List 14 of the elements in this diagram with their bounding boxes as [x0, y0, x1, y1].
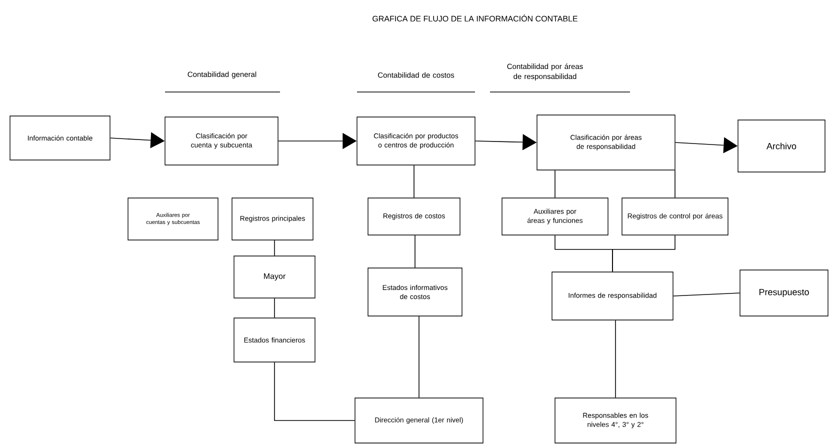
connector: [612, 234, 676, 272]
process-box: Archivo: [738, 120, 826, 172]
connector: [674, 170, 676, 198]
process-box: Mayor: [234, 256, 316, 298]
connector: [554, 170, 556, 198]
connector: [418, 316, 420, 398]
connector: [414, 234, 416, 268]
connector: [274, 362, 356, 421]
connector: [672, 292, 740, 296]
connector: [615, 320, 616, 398]
connector: [274, 240, 275, 256]
process-box: Presupuesto: [740, 270, 828, 316]
diagram-title: GRAFICA DE FLUJO DE LA INFORMACIÓN CONTABLE: [372, 14, 578, 22]
connector: [274, 298, 275, 318]
